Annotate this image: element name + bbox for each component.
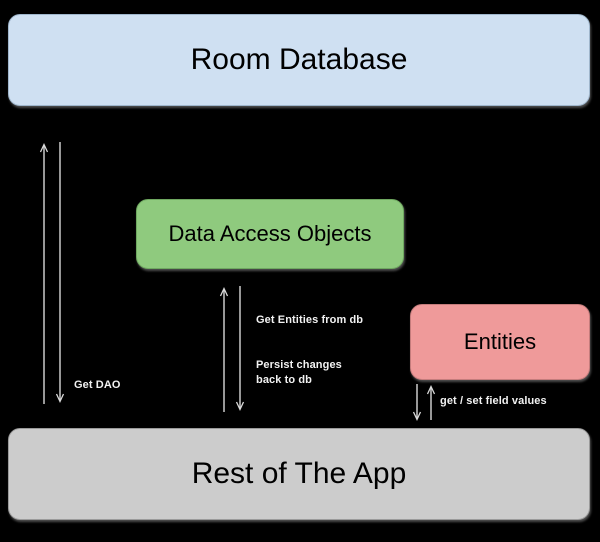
node-room-database-label: Room Database [190, 42, 408, 76]
node-room-database[interactable]: Room Database [8, 14, 590, 106]
node-rest-of-the-app[interactable]: Rest of The App [8, 428, 590, 520]
arrow-get-dao-up [39, 142, 49, 404]
edge-label-get-entities-from-db: Get Entities from db [256, 314, 364, 326]
arrow-entities-up [426, 384, 436, 420]
edge-label-get-set-field-values: get / set field values [440, 395, 547, 407]
arrow-entities-down [412, 384, 422, 422]
arrow-persist-changes-down [235, 286, 245, 412]
edge-label-persist-changes-back-to-db: Persist changes back to db [256, 359, 342, 386]
arrow-get-dao-down [55, 142, 65, 404]
node-entities[interactable]: Entities [410, 304, 590, 380]
node-rest-of-the-app-label: Rest of The App [191, 456, 407, 490]
node-data-access-objects[interactable]: Data Access Objects [136, 199, 404, 269]
arrow-get-entities-up [219, 286, 229, 412]
node-data-access-objects-label: Data Access Objects [168, 221, 372, 247]
edge-label-get-dao: Get DAO [74, 379, 121, 391]
node-entities-label: Entities [463, 329, 537, 355]
